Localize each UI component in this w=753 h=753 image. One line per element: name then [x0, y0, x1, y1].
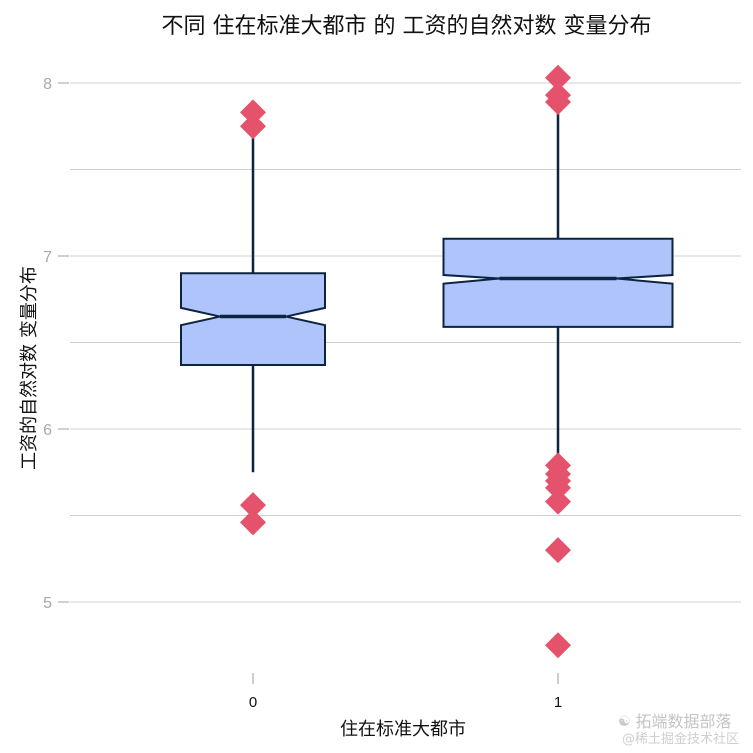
box-group-1 — [442, 64, 674, 659]
x-axis-label: 住在标准大都市 — [340, 719, 466, 740]
boxes — [180, 64, 674, 659]
y-tick-label: 8 — [43, 76, 52, 93]
outlier-point — [545, 537, 571, 564]
outlier-point — [240, 113, 266, 140]
watermark-line2: @稀土掘金技术社区 — [621, 732, 739, 747]
outlier-point — [240, 509, 266, 536]
wechat-icon: ☯ — [617, 714, 631, 730]
watermark: ☯ 拓端数据部落 @稀土掘金技术社区 — [618, 713, 739, 749]
outlier-point — [240, 492, 266, 519]
outlier-point — [240, 99, 266, 126]
outlier-point — [545, 89, 571, 116]
y-tick-label: 6 — [43, 422, 52, 439]
box-body — [442, 237, 674, 328]
x-tick-label: 0 — [249, 694, 257, 711]
outlier-point — [545, 64, 571, 91]
outlier-point — [545, 488, 571, 515]
outlier-point — [545, 632, 571, 659]
x-tick-label: 1 — [554, 694, 562, 711]
watermark-line1: 拓端数据部落 — [635, 712, 732, 731]
grid-lines — [70, 82, 741, 603]
box-body — [180, 272, 326, 366]
y-axis-ticks: 5 6 7 8 — [43, 76, 69, 612]
box-group-0 — [180, 99, 326, 536]
y-tick-label: 5 — [43, 595, 52, 612]
chart-title: 不同 住在标准大都市 的 工资的自然对数 变量分布 — [161, 14, 652, 39]
y-tick-label: 7 — [43, 249, 52, 266]
outlier-point — [545, 474, 571, 501]
